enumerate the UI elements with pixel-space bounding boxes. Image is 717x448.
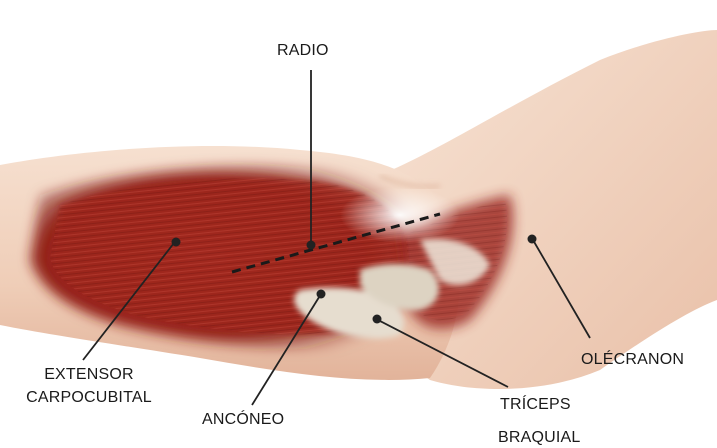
label-olecranon: OLÉCRANON [581, 350, 684, 369]
label-radio: RADIO [277, 41, 329, 60]
dot-radio [307, 241, 316, 250]
label-triceps: TRÍCEPS [500, 395, 571, 414]
dot-olecranon [528, 235, 537, 244]
label-extensor-carpocubital: EXTENSOR CARPOCUBITAL [0, 365, 180, 407]
dot-triceps [373, 315, 382, 324]
label-extensor-line2: CARPOCUBITAL [0, 388, 180, 407]
label-extensor-line1: EXTENSOR [0, 365, 180, 384]
label-braquial: BRAQUIAL [498, 428, 581, 447]
dot-extensor [172, 238, 181, 247]
label-anconeo: ANCÓNEO [202, 410, 284, 429]
dot-anconeo [317, 290, 326, 299]
radius-highlight [340, 187, 460, 243]
